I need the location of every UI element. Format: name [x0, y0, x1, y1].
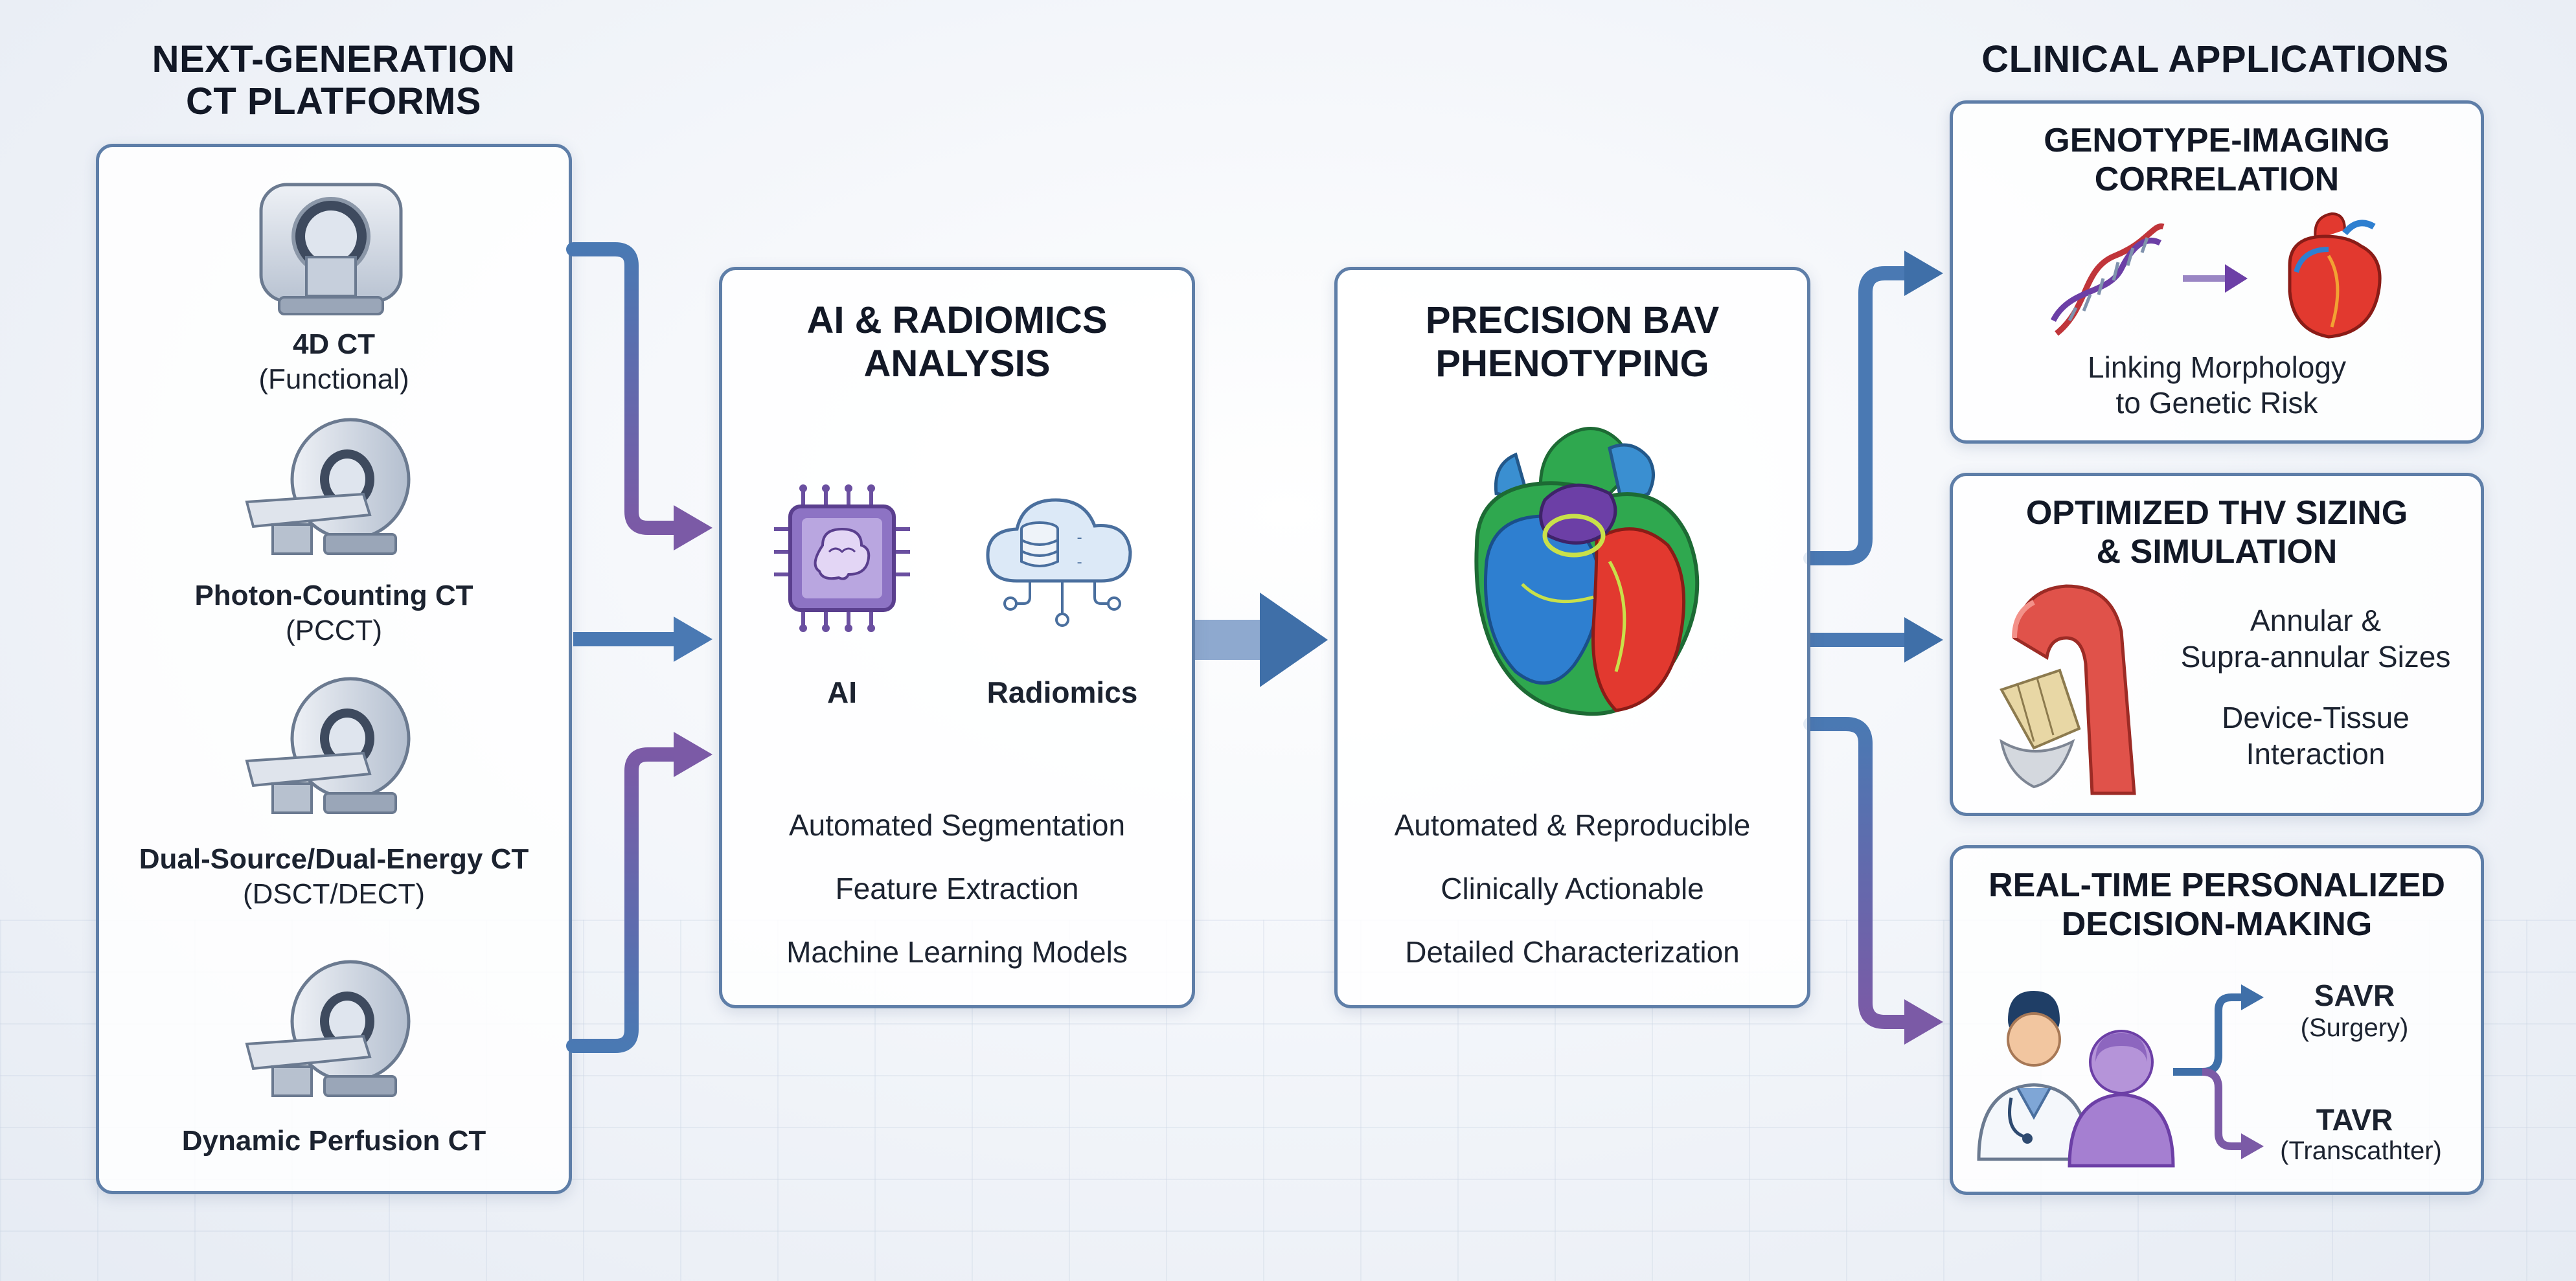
- heart-icon: [2288, 212, 2382, 339]
- arrowhead: [674, 505, 712, 550]
- svg-text:-: -: [1075, 530, 1084, 547]
- ct-item-name-1: 4D CT: [292, 328, 376, 360]
- bav-bullet-2: Clinically Actionable: [1441, 872, 1704, 905]
- decision-branch-arrows: [2173, 984, 2264, 1159]
- ct-item-sub-2: (PCCT): [285, 615, 383, 646]
- ct-scanner-icon: [245, 418, 411, 555]
- patient-icon: [2068, 1030, 2175, 1168]
- thv-line-2: Device-Tissue Interaction: [2222, 701, 2410, 771]
- ct-item-sub-1: (Functional): [258, 363, 409, 395]
- arrow-to-decision: [1803, 717, 1915, 1029]
- ai-label: AI: [827, 675, 857, 709]
- thv-title: OPTIMIZED THV SIZING & SIMULATION: [2025, 494, 2408, 571]
- doctor-icon: [1977, 991, 2091, 1161]
- ct-scanner-icon: [245, 677, 411, 814]
- arrowhead: [1904, 999, 1943, 1045]
- genotype-text: Linking Morphology to Genetic Risk: [2088, 350, 2346, 420]
- ai-bullet-1: Automated Segmentation: [788, 808, 1126, 842]
- bav-bullet-3: Detailed Characterization: [1405, 935, 1740, 969]
- ct-platforms-panel: 4D CT (Functional) Photon-Counting CT (P…: [96, 144, 572, 1194]
- tavr-label: TAVR: [2316, 1103, 2393, 1137]
- aorta-valve-icon: [2000, 584, 2136, 795]
- arrowhead: [674, 617, 712, 662]
- ai-bullet-3: Machine Learning Models: [786, 935, 1128, 969]
- ct-scanner-front-icon: [259, 183, 403, 315]
- ai-bullet-2: Feature Extraction: [835, 872, 1079, 905]
- thv-line-1: Annular & Supra-annular Sizes: [2180, 604, 2451, 674]
- svg-text:-: -: [1075, 555, 1084, 571]
- clinical-applications-heading: CLINICAL APPLICATIONS: [1981, 38, 2449, 80]
- ct-item-name-3: Dual-Source/Dual-Energy CT: [139, 843, 529, 875]
- ct-scanner-icon: [245, 960, 411, 1097]
- ct-item-sub-3: (DSCT/DECT): [242, 878, 426, 910]
- arrow-top: [566, 242, 681, 535]
- radiomics-cloud-database-icon: - -: [986, 498, 1132, 627]
- thv-sizing-panel: OPTIMIZED THV SIZING & SIMULATION Annula…: [1950, 473, 2484, 816]
- arrow-right-icon: [2183, 264, 2248, 293]
- bav-phenotyping-panel: PRECISION BAV PHENOTYPING Automated & Re…: [1334, 267, 1810, 1008]
- arrow-bottom: [566, 747, 681, 1053]
- ai-radiomics-panel: AI & RADIOMICS ANALYSIS AI - -: [719, 267, 1195, 1008]
- savr-label: SAVR: [2314, 979, 2395, 1012]
- arrow-to-genotype: [1803, 266, 1915, 565]
- ai-to-bav-arrow-shaft: [1195, 620, 1266, 660]
- dna-icon: [2050, 223, 2165, 336]
- arrowhead: [674, 732, 712, 777]
- decision-making-panel: REAL-TIME PERSONALIZED DECISION-MAKING S…: [1950, 845, 2484, 1195]
- radiomics-label: Radiomics: [986, 675, 1138, 709]
- decision-title: REAL-TIME PERSONALIZED DECISION-MAKING: [1989, 867, 2445, 943]
- bav-panel-title: PRECISION BAV PHENOTYPING: [1425, 299, 1720, 385]
- genotype-title: GENOTYPE-IMAGING CORRELATION: [2044, 122, 2390, 198]
- ai-to-bav-arrowhead: [1260, 593, 1328, 687]
- savr-sub-label: (Surgery): [2300, 1014, 2409, 1042]
- heart-segmentation-icon: [1474, 427, 1700, 716]
- arrowhead: [1904, 617, 1943, 663]
- ct-platforms-heading: NEXT-GENERATION CT PLATFORMS: [152, 38, 516, 122]
- bav-bullet-1: Automated & Reproducible: [1394, 808, 1751, 842]
- tavr-sub-label: (Transcathter): [2280, 1137, 2442, 1165]
- ct-item-name-4: Dynamic Perfusion CT: [181, 1125, 486, 1157]
- ct-item-name-2: Photon-Counting CT: [194, 580, 473, 611]
- ai-panel-title: AI & RADIOMICS ANALYSIS: [806, 299, 1108, 385]
- genotype-imaging-panel: GENOTYPE-IMAGING CORRELATION Linking Mor…: [1950, 100, 2484, 444]
- ai-chip-brain-icon: [774, 484, 910, 632]
- arrowhead: [1904, 251, 1943, 296]
